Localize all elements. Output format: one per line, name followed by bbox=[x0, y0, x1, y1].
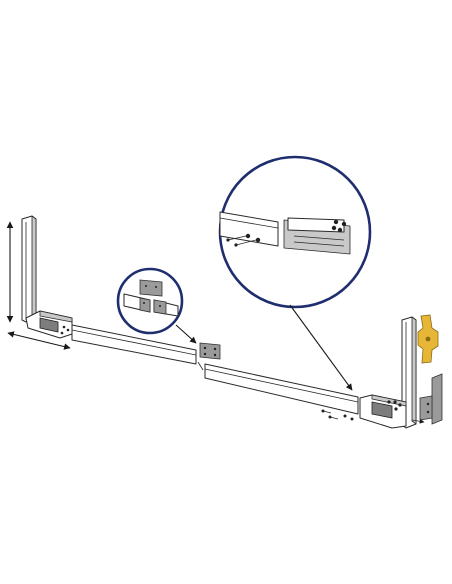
right-corner-frame bbox=[359, 316, 417, 429]
connector-plate bbox=[199, 342, 221, 360]
plate-callout-arrow bbox=[175, 324, 197, 344]
left-corner-frame bbox=[21, 215, 73, 339]
joint-callout-arrow bbox=[289, 304, 353, 391]
width-dimension-arrow bbox=[7, 331, 71, 350]
yellow-latch bbox=[417, 314, 439, 364]
end-bracket bbox=[411, 373, 443, 425]
right-rail bbox=[197, 361, 359, 415]
rail-joint-detail-callout bbox=[218, 155, 372, 309]
loose-bolts bbox=[321, 409, 354, 421]
plate-detail-callout bbox=[116, 267, 184, 335]
left-rail bbox=[71, 324, 197, 365]
